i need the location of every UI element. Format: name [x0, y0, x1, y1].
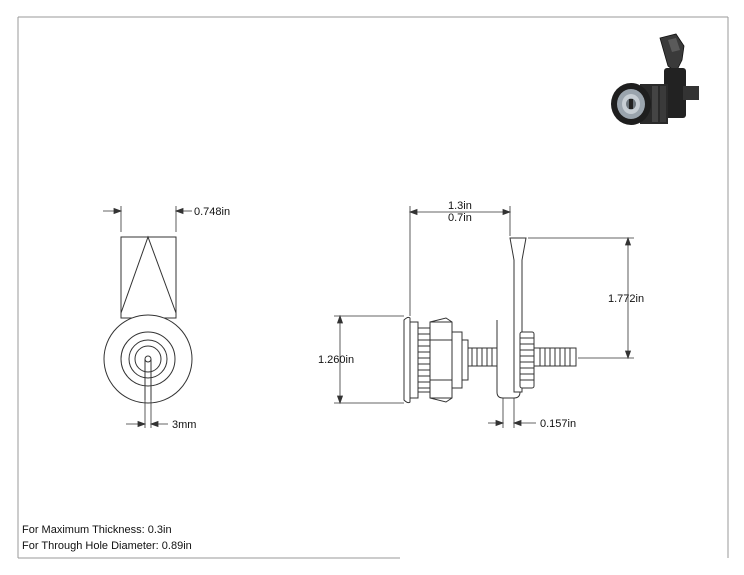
note-max-thickness: For Maximum Thickness: 0.3in: [22, 524, 172, 536]
side-body-diameter-label: 1.260in: [318, 354, 354, 366]
front-key-slot-label: 3mm: [172, 419, 196, 431]
side-washer: [451, 331, 463, 389]
front-flange-inner: [128, 339, 168, 379]
front-flange-outer: [103, 314, 193, 404]
side-grip-label: 0.7in: [448, 212, 472, 224]
front-cam-handle: [120, 236, 177, 319]
sheet-border: [17, 16, 729, 559]
side-body-threads: [418, 333, 430, 389]
side-bezel: [409, 321, 419, 399]
side-length-dimension: [408, 206, 512, 316]
side-view: [403, 237, 577, 404]
side-cam-height-dimension: [528, 236, 634, 360]
side-hex-nut: [429, 317, 453, 403]
front-view: [103, 235, 193, 404]
side-body-diameter-dimension: [334, 314, 404, 405]
note-hole-diameter: For Through Hole Diameter: 0.89in: [22, 540, 192, 552]
side-length-label: 1.3in: [448, 200, 472, 212]
product-render-image: [611, 33, 699, 125]
side-cam-height-label: 1.772in: [608, 293, 644, 305]
front-plug: [134, 345, 162, 373]
front-flange-mid: [120, 331, 176, 387]
side-knurl-lines: [520, 337, 534, 381]
front-width-label: 0.748in: [194, 206, 230, 218]
side-shaft-collar: [461, 339, 469, 381]
front-width-dimension: [103, 206, 192, 232]
front-key-slot-dimension: [126, 400, 168, 428]
side-cam-thickness-dimension: [488, 398, 536, 428]
render-lever: [659, 33, 685, 73]
front-cam-chevron: [120, 235, 177, 314]
side-flange: [403, 316, 411, 404]
side-cam-thickness-label: 0.157in: [540, 418, 576, 430]
